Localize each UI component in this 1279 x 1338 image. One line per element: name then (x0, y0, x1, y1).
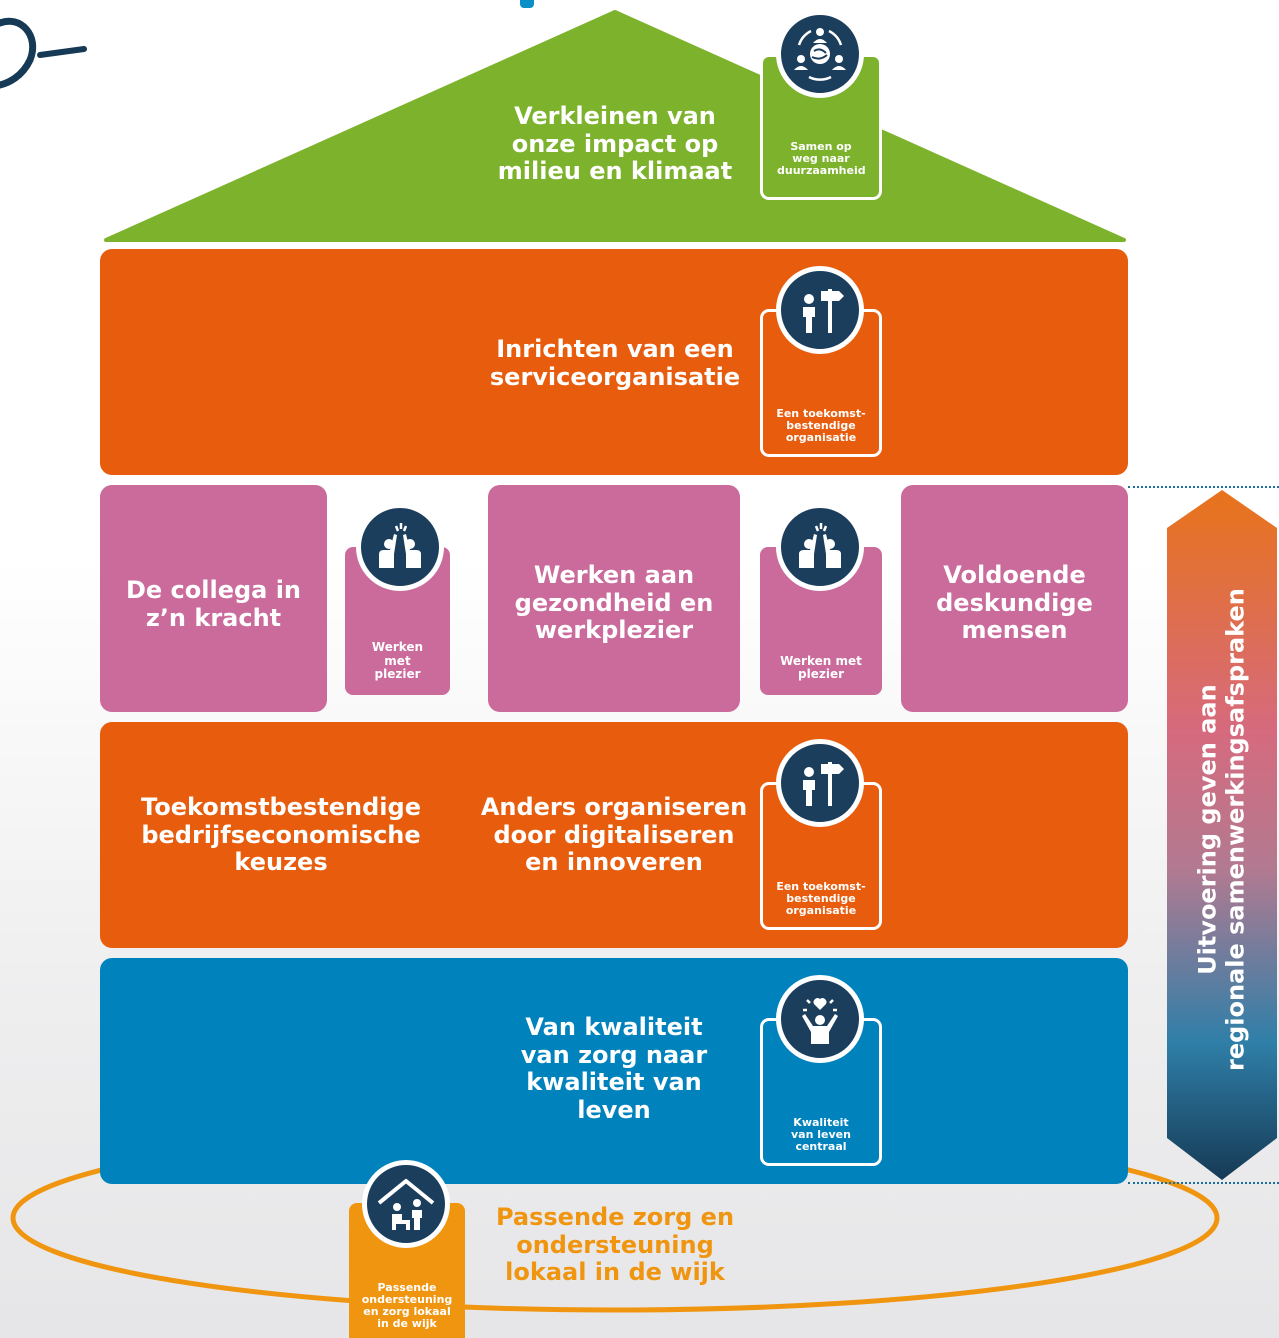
quality-card-label: Kwaliteit van leven centraal (791, 1115, 851, 1153)
people-globe-icon (776, 10, 864, 98)
work-pleasure-card-1-label: Werken met plezier (371, 640, 424, 681)
service-organisation-title: Inrichten van een serviceorganisatie (489, 335, 741, 391)
top-blue-mark (520, 0, 534, 8)
dotted-line-top (1128, 486, 1279, 488)
experts-title: Voldoende deskundige mensen (936, 561, 1093, 645)
health-title: Werken aan gezondheid en werkplezier (514, 561, 714, 645)
organise-block (100, 722, 1128, 948)
work-pleasure-card-2-label: Werken met plezier (780, 653, 862, 681)
quality-block (100, 958, 1128, 1184)
collega-title: De collega in z’n kracht (125, 576, 302, 632)
foundation-card-label: Passende ondersteuning en zorg lokaal in… (361, 1280, 453, 1330)
high-five-icon (776, 503, 864, 591)
house-care-icon (362, 1160, 450, 1248)
experts-block (901, 485, 1128, 712)
side-banner-line1: Uitvoering geven aan (1193, 684, 1222, 975)
organise-card-label: Een toekomst-bestendige organisatie (776, 879, 866, 917)
collega-block (100, 485, 327, 712)
service-organisation-card-label: Een toekomst-bestendige organisatie (776, 406, 866, 444)
foundation-title: Passende zorg en ondersteuning lokaal in… (495, 1203, 735, 1287)
roof-title: Verkleinen van onze impact op milieu en … (497, 102, 733, 186)
dotted-line-bottom (1128, 1182, 1279, 1184)
quality-title: Van kwaliteit van zorg naar kwaliteit va… (520, 1013, 708, 1124)
foundation-card: Passende ondersteuning en zorg lokaal in… (349, 1203, 465, 1338)
person-heart-icon (776, 975, 864, 1063)
service-organisation-block (100, 249, 1128, 475)
decorative-scribble (0, 17, 87, 89)
digitalise-title: Anders organiseren door digitaliseren en… (480, 793, 748, 877)
side-banner-shape (1167, 490, 1277, 1180)
roof-card-label: Samen op weg naar duurzaamheid (777, 139, 866, 177)
person-signpost-icon (776, 266, 864, 354)
economic-choices-title: Toekomstbestendige bedrijfseconomische k… (141, 793, 421, 877)
side-banner-line2: regionale samenwerkingsafspraken (1221, 588, 1249, 1072)
high-five-icon (356, 503, 444, 591)
health-block (488, 485, 740, 712)
person-signpost-icon (776, 739, 864, 827)
